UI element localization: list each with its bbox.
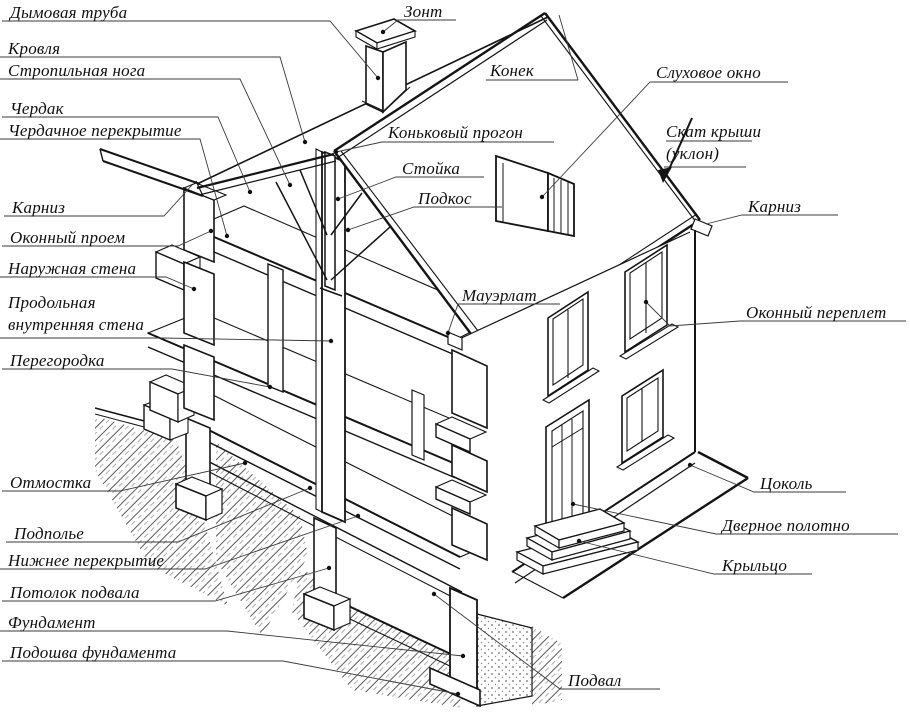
- label-okonnyi-proem: Оконный проем: [10, 228, 126, 247]
- label-karniz-right: Карниз: [748, 197, 802, 216]
- label-dvernoe-polotno: Дверное полотно: [722, 516, 850, 535]
- label-podoshva-fundamenta: Подошва фундамента: [10, 643, 177, 662]
- label-cherdak: Чердак: [10, 99, 64, 118]
- label-nizhnee-perekrytie: Нижнее перекрытие: [8, 551, 165, 570]
- facade-windows: [541, 243, 680, 471]
- chimney: [354, 18, 417, 114]
- label-stoika: Стойка: [402, 159, 461, 178]
- label-stropilnaya-noga: Стропильная нога: [8, 61, 146, 80]
- label-podval: Подвал: [568, 671, 622, 690]
- porch-steps: [515, 508, 640, 576]
- label-tsokol: Цоколь: [760, 474, 813, 493]
- callout-lines: [0, 14, 906, 695]
- label-kryltso: Крыльцо: [722, 556, 788, 575]
- label-konek: Конек: [490, 61, 535, 80]
- label-zont: Зонт: [404, 2, 443, 21]
- label-prodolnaya-vnutrennyaya-stena: Продольная внутренняя стена: [8, 293, 145, 335]
- label-naruzhnaya-stena: Наружная стена: [8, 259, 137, 278]
- dormer-window: [495, 154, 575, 238]
- label-podkos: Подкос: [418, 189, 472, 208]
- label-potolok-podvala: Потолок подвала: [10, 583, 140, 602]
- roof-slope-arrow: [658, 117, 693, 183]
- callout-dots: [191, 29, 693, 697]
- label-cherdachnoe-perekrytie: Чердачное перекрытие: [8, 121, 182, 140]
- label-karniz-left: Карниз: [12, 198, 66, 217]
- label-skat-kryshi: Скат крыши (уклон): [666, 122, 762, 164]
- label-okonnyi-pereplet: Оконный переплет: [746, 303, 887, 322]
- label-peregorodka: Перегородка: [10, 351, 105, 370]
- label-krovlya: Кровля: [8, 39, 61, 58]
- facade-cut-piers: [434, 331, 488, 562]
- walls: [148, 148, 425, 524]
- label-fundament: Фундамент: [8, 613, 96, 632]
- label-slukhovoe-okno: Слуховое окно: [656, 63, 761, 82]
- label-konkovyi-progon: Коньковый прогон: [388, 123, 524, 142]
- label-podpolye: Подполье: [14, 524, 85, 543]
- label-otmostka: Отмостка: [10, 473, 92, 492]
- label-mauerlat: Мауэрлат: [462, 286, 537, 305]
- label-dymovaya-truba: Дымовая труба: [10, 3, 128, 22]
- ground-hatch: [94, 407, 562, 708]
